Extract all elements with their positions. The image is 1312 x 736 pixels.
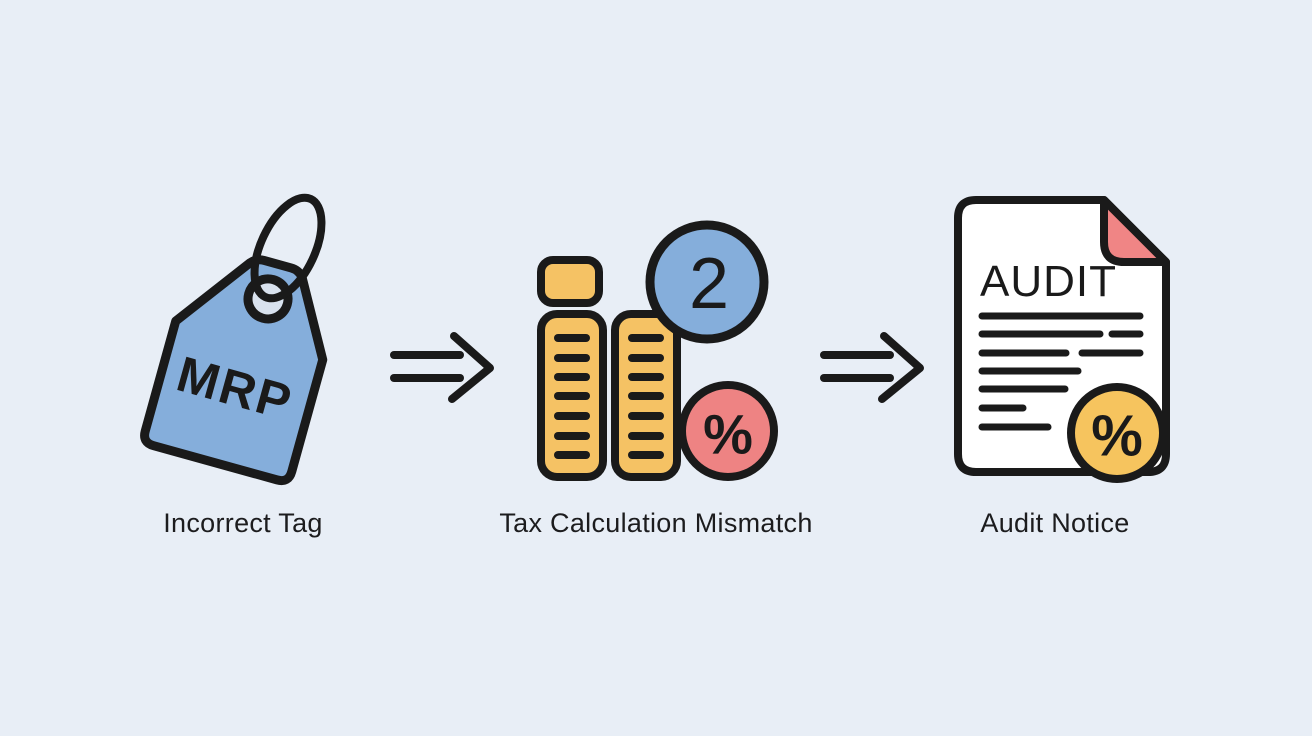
percent-badge-text-red: % bbox=[703, 403, 753, 466]
bar-columns-icon: 2 % bbox=[537, 220, 778, 481]
small-bar-segment bbox=[537, 256, 603, 307]
audit-document-icon: AUDIT % bbox=[954, 196, 1170, 483]
price-tag-string-loop bbox=[250, 193, 326, 303]
arrow-right-icon-2 bbox=[820, 332, 924, 403]
bar-column-left-ticks bbox=[554, 334, 590, 459]
document-folded-corner bbox=[1100, 196, 1170, 266]
document-title: AUDIT bbox=[980, 257, 1117, 306]
number-badge-text: 2 bbox=[689, 244, 729, 324]
number-badge-circle bbox=[645, 220, 769, 344]
percent-badge-circle-red bbox=[678, 381, 778, 481]
arrow-right-icon-1 bbox=[390, 332, 494, 403]
price-tag-icon: MRP bbox=[140, 193, 328, 486]
percent-badge-circle-yellow bbox=[1067, 383, 1167, 483]
stage-label-audit-notice: Audit Notice bbox=[980, 508, 1130, 538]
percent-badge-text-yellow: % bbox=[1091, 404, 1143, 469]
stage-label-tax-calculation-mismatch: Tax Calculation Mismatch bbox=[499, 508, 813, 538]
stage-label-incorrect-tag: Incorrect Tag bbox=[163, 508, 323, 538]
document-text-lines bbox=[978, 312, 1144, 431]
bar-column-right-ticks bbox=[628, 334, 664, 459]
